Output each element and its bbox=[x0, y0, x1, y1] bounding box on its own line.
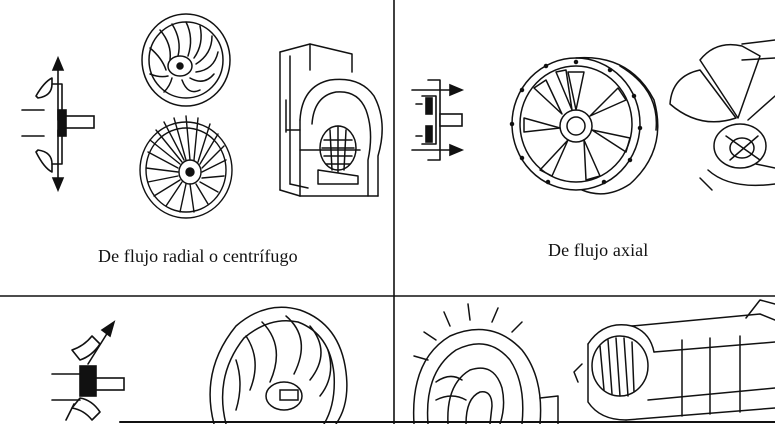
axial-fan-ring bbox=[509, 56, 659, 195]
axial-schematic bbox=[411, 79, 465, 161]
radial-impeller-lower bbox=[139, 115, 233, 219]
radial-impeller-upper bbox=[141, 13, 231, 107]
caption-radial-flow: De flujo radial o centrífugo bbox=[98, 246, 298, 266]
propeller-fan bbox=[669, 39, 775, 191]
cross-flow-rotor bbox=[573, 299, 775, 421]
caption-axial-flow: De flujo axial bbox=[548, 240, 649, 260]
mixed-flow-schematic bbox=[51, 320, 125, 421]
mixed-flow-impeller bbox=[209, 306, 348, 424]
centrifugal-housing bbox=[279, 43, 383, 197]
radial-schematic bbox=[21, 55, 95, 193]
tangential-spiral bbox=[412, 303, 559, 424]
